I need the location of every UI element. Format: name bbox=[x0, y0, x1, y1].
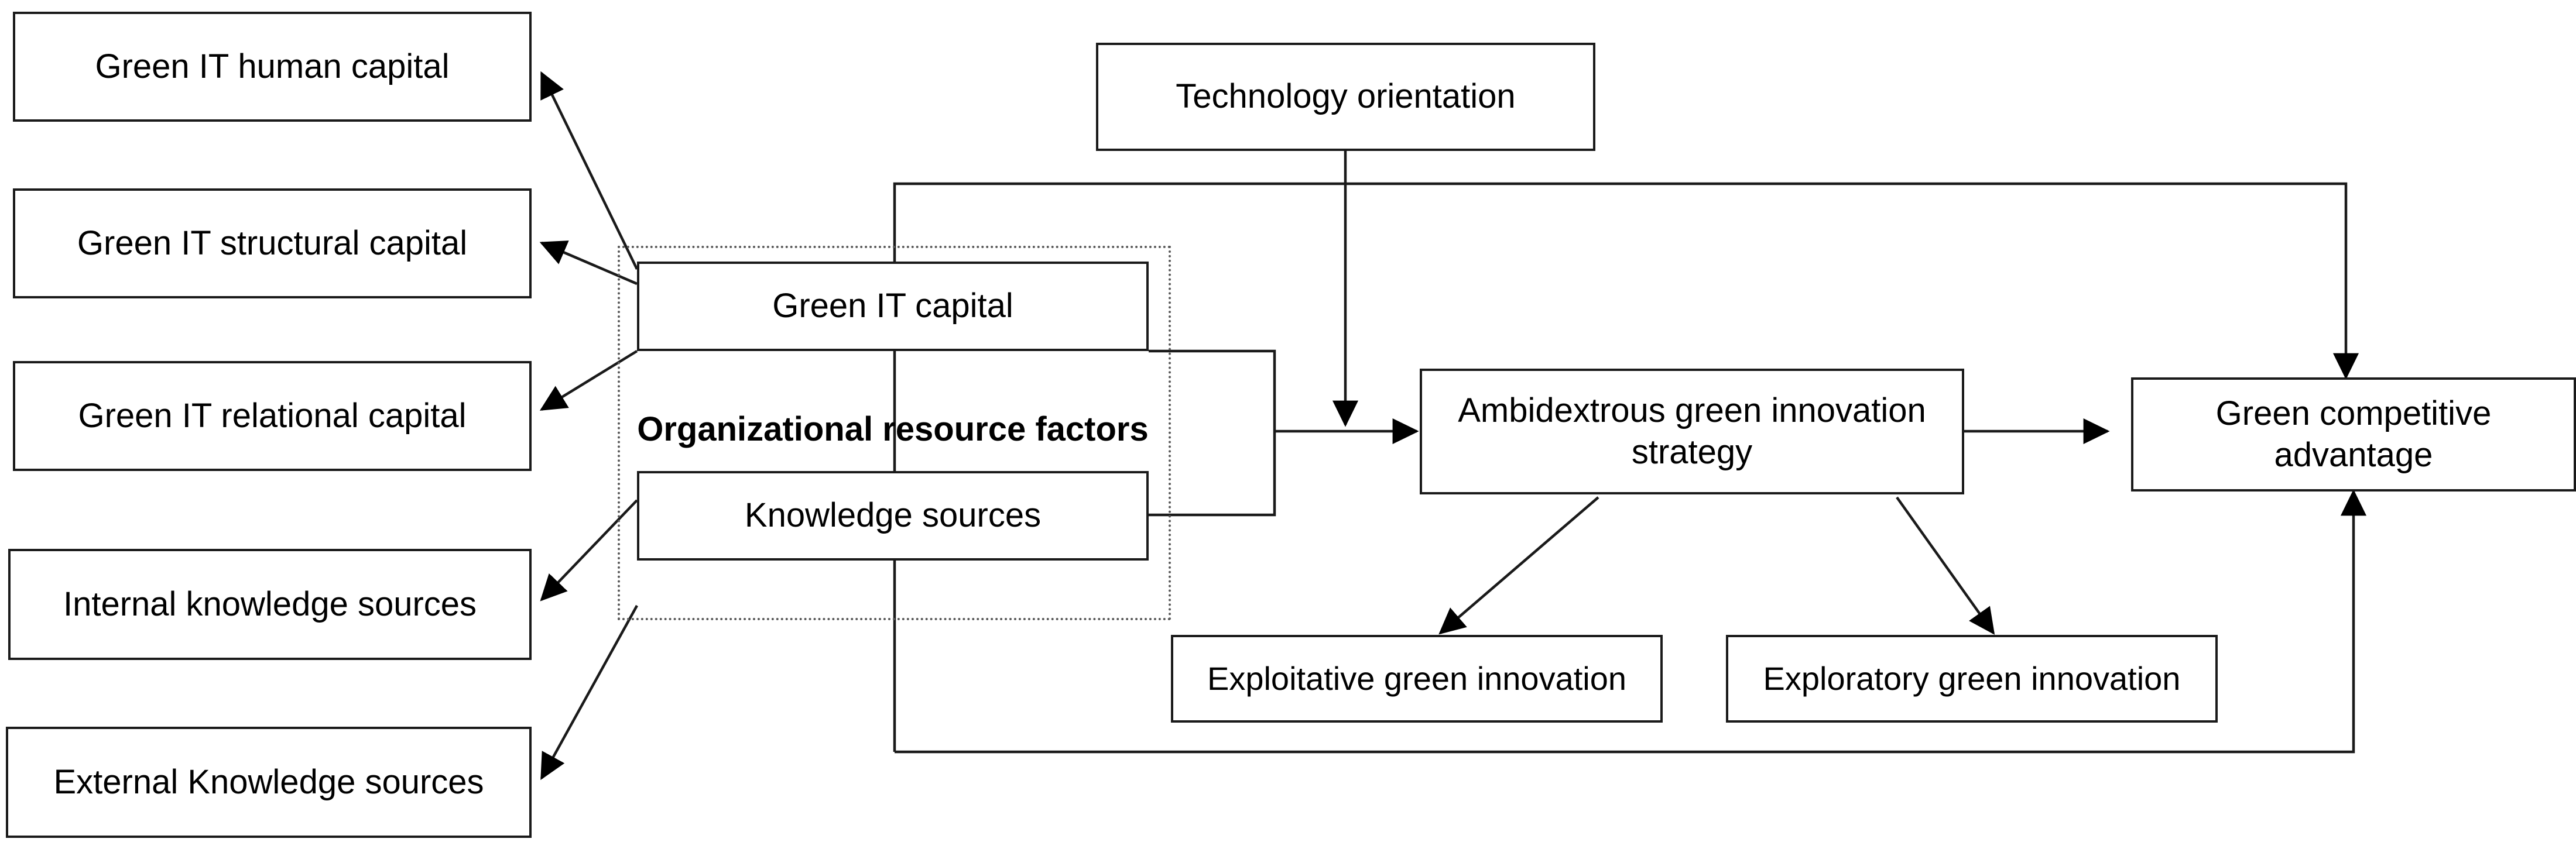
node-label: Internal knowledge sources bbox=[63, 585, 477, 623]
node-exploratory-green-innovation[interactable]: Exploratory green innovation bbox=[1726, 635, 2218, 723]
node-green-it-structural-capital[interactable]: Green IT structural capital bbox=[13, 188, 532, 298]
node-external-knowledge-sources[interactable]: External Knowledge sources bbox=[6, 727, 532, 838]
node-label: Green IT relational capital bbox=[78, 396, 467, 435]
node-label: Exploratory green innovation bbox=[1763, 659, 2181, 697]
node-internal-knowledge-sources[interactable]: Internal knowledge sources bbox=[8, 549, 532, 660]
node-green-it-relational-capital[interactable]: Green IT relational capital bbox=[13, 361, 532, 471]
node-green-it-capital[interactable]: Green IT capital bbox=[637, 262, 1149, 351]
node-exploitative-green-innovation[interactable]: Exploitative green innovation bbox=[1171, 635, 1663, 723]
edge-ks-to-external bbox=[540, 604, 638, 781]
node-label: Green competitive advantage bbox=[2215, 394, 2492, 474]
node-label: Green IT structural capital bbox=[77, 224, 468, 262]
node-label: Knowledge sources bbox=[744, 496, 1042, 535]
node-knowledge-sources[interactable]: Knowledge sources bbox=[637, 471, 1149, 561]
node-technology-orientation[interactable]: Technology orientation bbox=[1096, 43, 1595, 151]
node-green-competitive-advantage[interactable]: Green competitive advantage bbox=[2131, 377, 2576, 491]
group-caption-organizational-resource-factors: Organizational resource factors bbox=[637, 410, 1149, 448]
node-label: Green IT capital bbox=[772, 287, 1013, 325]
node-label: Ambidextrous green innovation strategy bbox=[1458, 391, 1926, 471]
edge-strategy-to-exploitative bbox=[1438, 496, 1599, 635]
node-label: Green IT human capital bbox=[95, 47, 450, 85]
node-label: External Knowledge sources bbox=[53, 762, 484, 801]
node-label: Exploitative green innovation bbox=[1207, 659, 1627, 697]
edge-resources-to-strategy bbox=[1149, 349, 1417, 517]
node-green-it-human-capital[interactable]: Green IT human capital bbox=[13, 12, 532, 122]
edge-gitc-to-human bbox=[540, 71, 639, 270]
node-ambidextrous-green-innovation-strategy[interactable]: Ambidextrous green innovation strategy bbox=[1420, 369, 1964, 494]
node-label: Technology orientation bbox=[1176, 77, 1516, 116]
edge-strategy-to-exploratory bbox=[1896, 496, 1995, 635]
